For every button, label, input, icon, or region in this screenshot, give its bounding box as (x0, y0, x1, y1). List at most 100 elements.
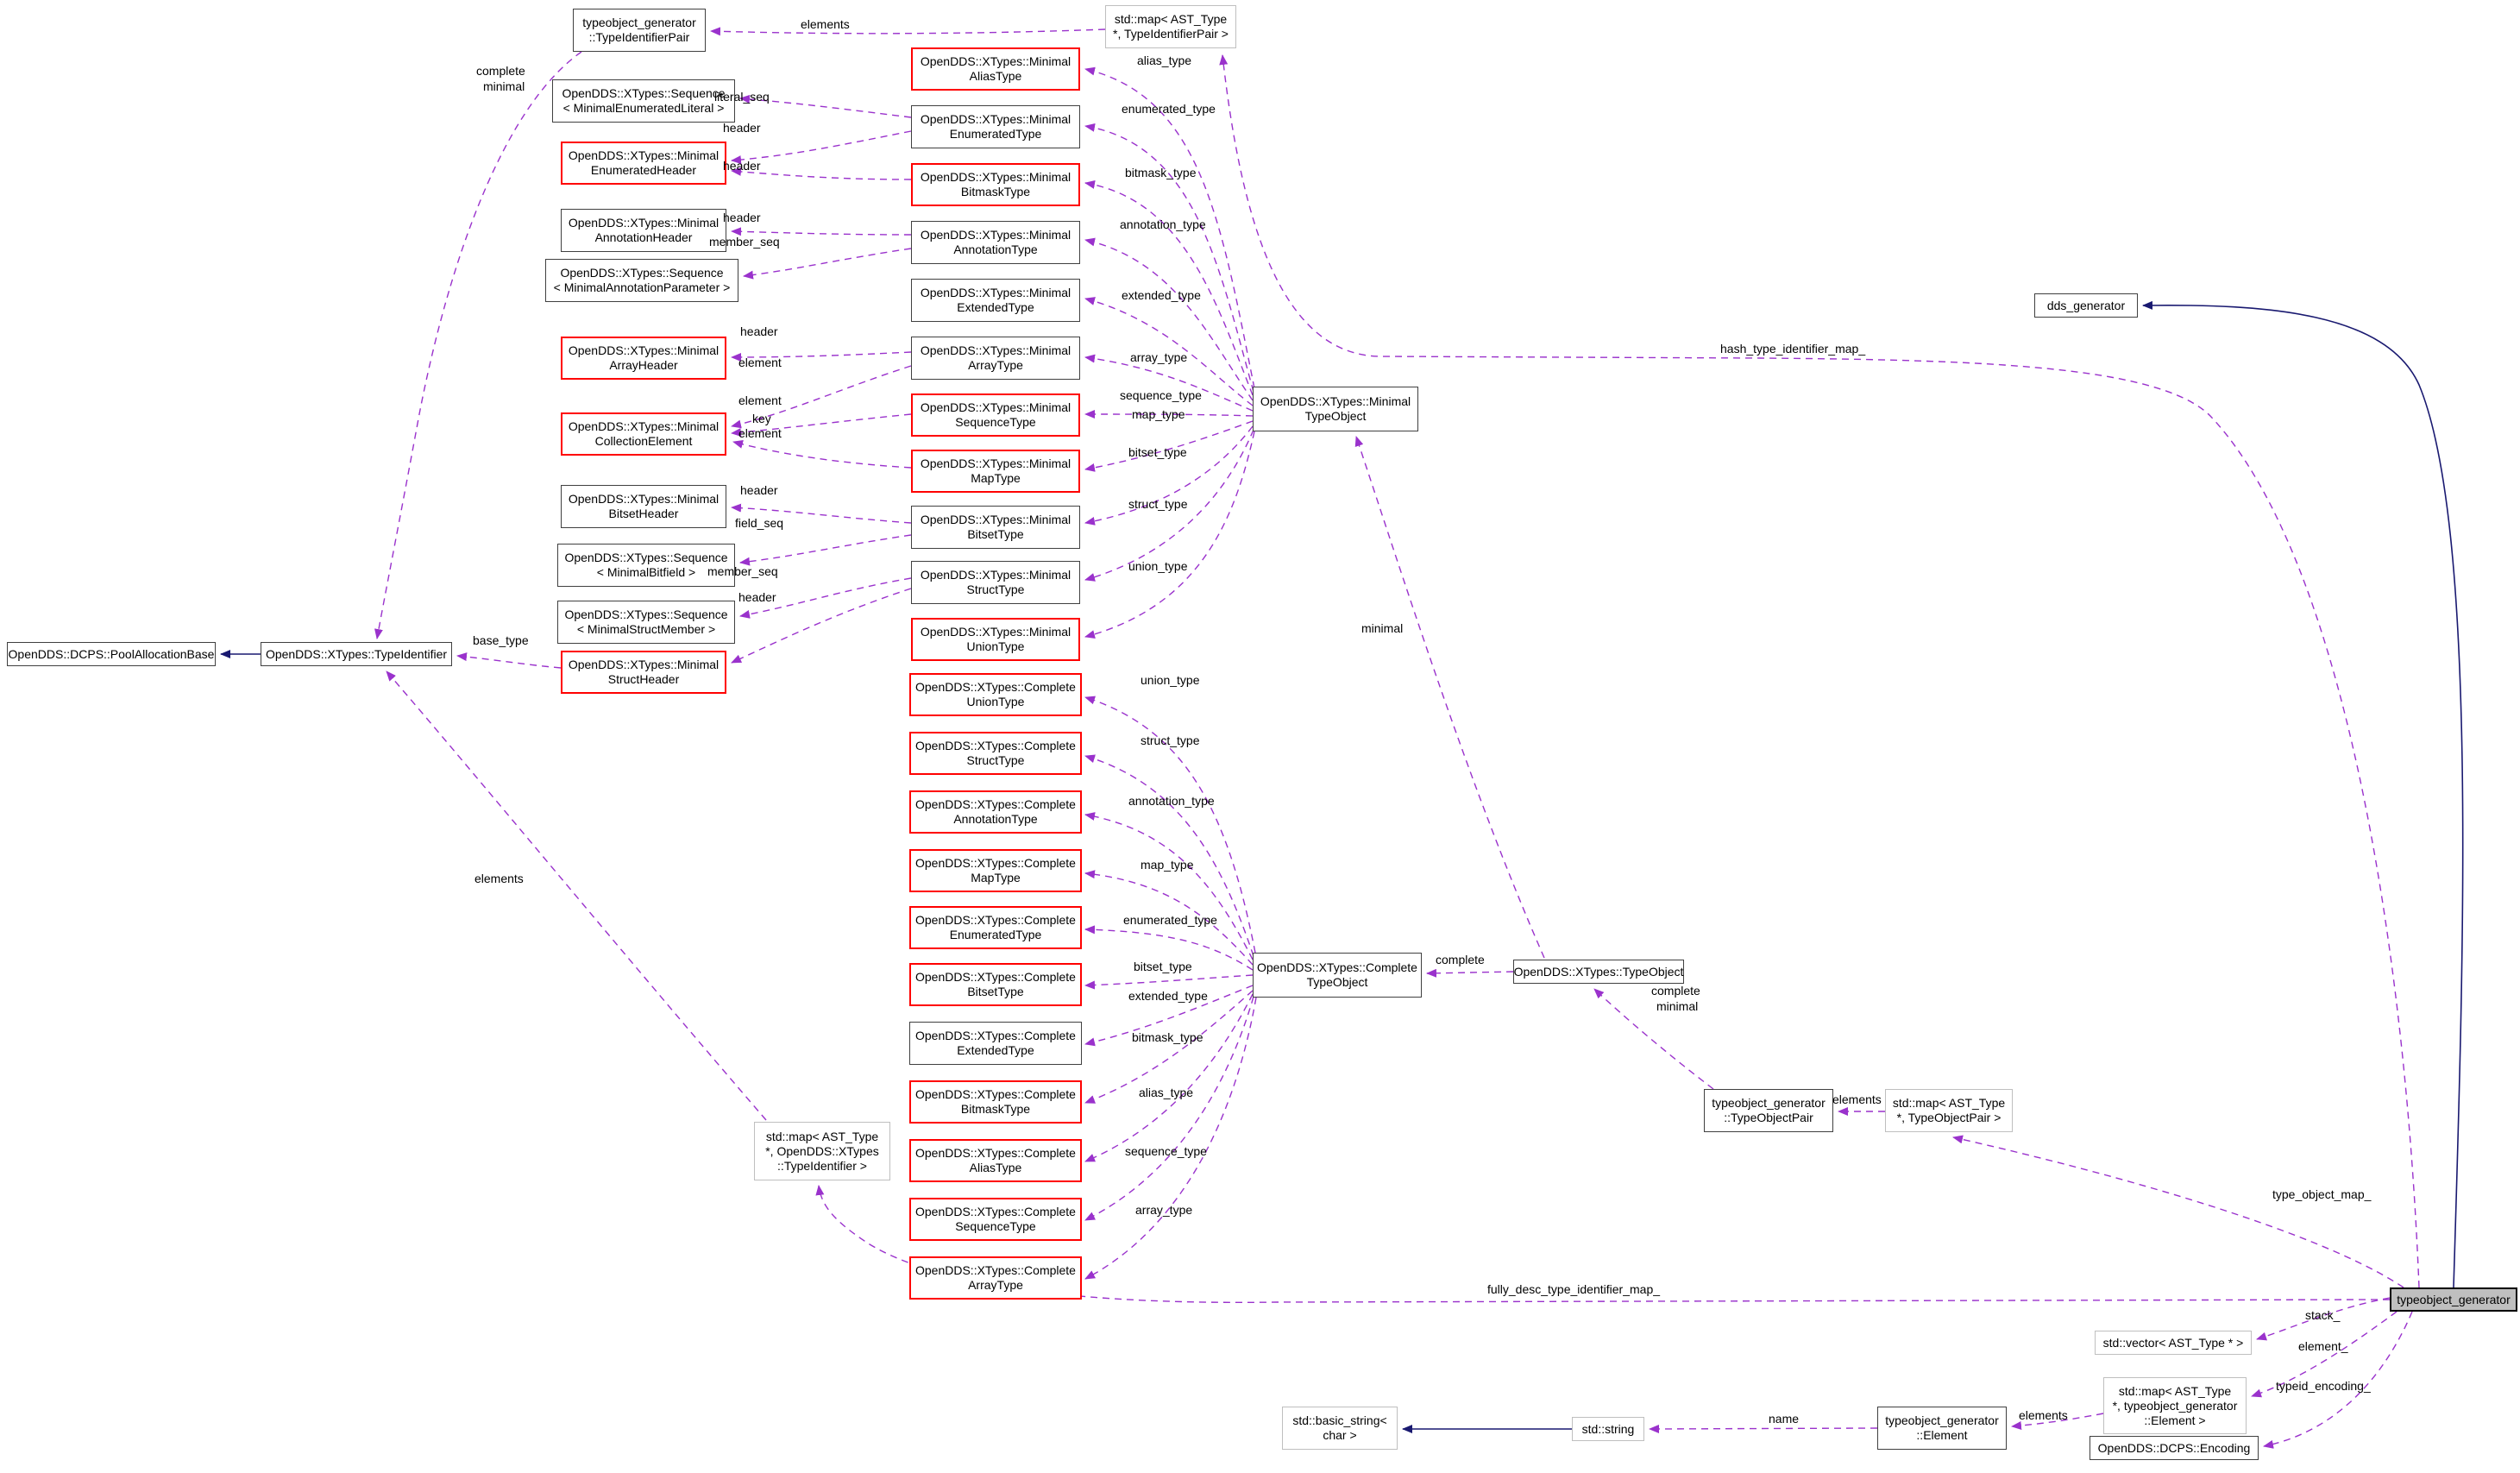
edge-label-enumerated-type-c: enumerated_type (1123, 913, 1217, 927)
edge-label-union-type-c: union_type (1141, 673, 1200, 687)
node-complete-map-type-label: MapType (971, 871, 1021, 884)
edge-element-sequence (731, 413, 912, 437)
node-type-object[interactable]: OpenDDS::XTypes::TypeObject (1513, 960, 1684, 984)
node-complete-bitmask-type-label: OpenDDS::XTypes::Complete (915, 1087, 1076, 1101)
node-seq-minimal-enumerated-literal[interactable]: OpenDDS::XTypes::Sequence< MinimalEnumer… (552, 79, 735, 123)
node-seq-minimal-struct-member-label: OpenDDS::XTypes::Sequence (564, 607, 728, 621)
node-map-typeobjectpair[interactable]: std::map< AST_Type*, TypeObjectPair > (1885, 1089, 2013, 1132)
edge-label-typeid-encoding: typeid_encoding_ (2276, 1379, 2371, 1393)
edge-enumerated-type-min (1084, 123, 1254, 393)
edge-header-array (731, 351, 912, 362)
node-map-ast-typeidentifier-label: ::TypeIdentifier > (777, 1158, 867, 1173)
edge-label-element-array: element (738, 356, 782, 369)
edge-label-member-seq-annot: member_seq (709, 235, 780, 249)
node-seq-minimal-bitfield[interactable]: OpenDDS::XTypes::Sequence< MinimalBitfie… (557, 544, 735, 587)
edge-label-bitmask-type-c: bitmask_type (1132, 1030, 1203, 1044)
edge-label-minimal: minimal (1361, 621, 1404, 635)
node-tip-pair[interactable]: typeobject_generator::TypeIdentifierPair (573, 9, 706, 52)
node-map-ast-typeidentifier[interactable]: std::map< AST_Type*, OpenDDS::XTypes::Ty… (754, 1122, 890, 1180)
edge-stack (2256, 1297, 2391, 1341)
node-basic-string-label: char > (1323, 1428, 1357, 1442)
node-dcps-encoding-label: OpenDDS::DCPS::Encoding (2097, 1440, 2251, 1455)
node-minimal-union-type-label: OpenDDS::XTypes::Minimal (920, 625, 1071, 639)
node-map-typeidentifierpair[interactable]: std::map< AST_Type*, TypeIdentifierPair … (1105, 5, 1236, 48)
node-map-ast-element-label: *, typeobject_generator (2112, 1398, 2238, 1413)
node-pool-allocation-base-label: OpenDDS::DCPS::PoolAllocationBase (8, 646, 215, 661)
node-complete-struct-type-label: OpenDDS::XTypes::Complete (915, 739, 1076, 752)
node-minimal-type-object-label: OpenDDS::XTypes::Minimal (1260, 394, 1411, 408)
edge-inherit-dds-generator (2142, 300, 2464, 1288)
node-type-object-label: OpenDDS::XTypes::TypeObject (1513, 964, 1684, 979)
node-seq-minimal-struct-member[interactable]: OpenDDS::XTypes::Sequence< MinimalStruct… (557, 601, 735, 644)
node-map-ast-element[interactable]: std::map< AST_Type*, typeobject_generato… (2103, 1377, 2247, 1434)
node-type-identifier[interactable]: OpenDDS::XTypes::TypeIdentifier (261, 642, 452, 666)
edge-label-annotation-type-min: annotation_type (1120, 217, 1206, 231)
node-tg-element[interactable]: typeobject_generator::Element (1877, 1407, 2007, 1450)
node-type-object-pair[interactable]: typeobject_generator::TypeObjectPair (1704, 1089, 1833, 1132)
node-minimal-sequence-type-label: OpenDDS::XTypes::Minimal (920, 400, 1071, 414)
node-seq-minimal-annotation-parameter[interactable]: OpenDDS::XTypes::Sequence< MinimalAnnota… (545, 259, 738, 302)
edge-label-header-array: header (740, 324, 778, 338)
edge-label-array-type-min: array_type (1130, 350, 1188, 364)
edge-enumerated-type-c (1084, 925, 1254, 971)
edge-label-complete-pair-1: complete (1651, 984, 1700, 998)
node-minimal-annotation-header-label: AnnotationHeader (594, 230, 693, 244)
node-map-ast-typeidentifier-label: *, OpenDDS::XTypes (765, 1143, 879, 1158)
node-dcps-encoding[interactable]: OpenDDS::DCPS::Encoding (2090, 1436, 2259, 1460)
edge-label-element-seq: element (738, 393, 782, 407)
node-complete-array-type-label: ArrayType (968, 1278, 1023, 1292)
edge-label-extended-type-c: extended_type (1128, 989, 1208, 1003)
edge-array-type-min (1084, 354, 1254, 412)
node-basic-string[interactable]: std::basic_string<char > (1282, 1407, 1398, 1450)
edge-map-type-min (1084, 420, 1254, 472)
node-pool-allocation-base[interactable]: OpenDDS::DCPS::PoolAllocationBase (7, 642, 216, 666)
edge-label-header-bitset: header (740, 483, 778, 497)
node-vector-ast-type[interactable]: std::vector< AST_Type * > (2095, 1331, 2252, 1355)
edge-field-seq (739, 534, 912, 566)
edge-label-complete-tip-2: minimal (483, 79, 525, 93)
node-minimal-alias-type-label: OpenDDS::XTypes::Minimal (920, 54, 1071, 68)
node-dds-generator[interactable]: dds_generator (2034, 293, 2138, 318)
node-minimal-union-type-label: UnionType (966, 639, 1025, 653)
node-minimal-enumerated-header-label: OpenDDS::XTypes::Minimal (568, 148, 720, 162)
node-std-string[interactable]: std::string (1572, 1417, 1644, 1441)
node-minimal-annotation-header-label: OpenDDS::XTypes::Minimal (568, 216, 720, 230)
edge-label-bitset-type-min: bitset_type (1128, 445, 1187, 459)
node-minimal-enumerated-type-label: OpenDDS::XTypes::Minimal (920, 112, 1071, 126)
edge-sequence-type-c (1084, 996, 1254, 1221)
edge-header-annotation (731, 227, 912, 236)
edge-literal-seq (739, 94, 912, 118)
node-typeobject-generator[interactable]: typeobject_generator (2390, 1287, 2517, 1312)
node-map-typeobjectpair-label: std::map< AST_Type (1892, 1096, 2006, 1110)
